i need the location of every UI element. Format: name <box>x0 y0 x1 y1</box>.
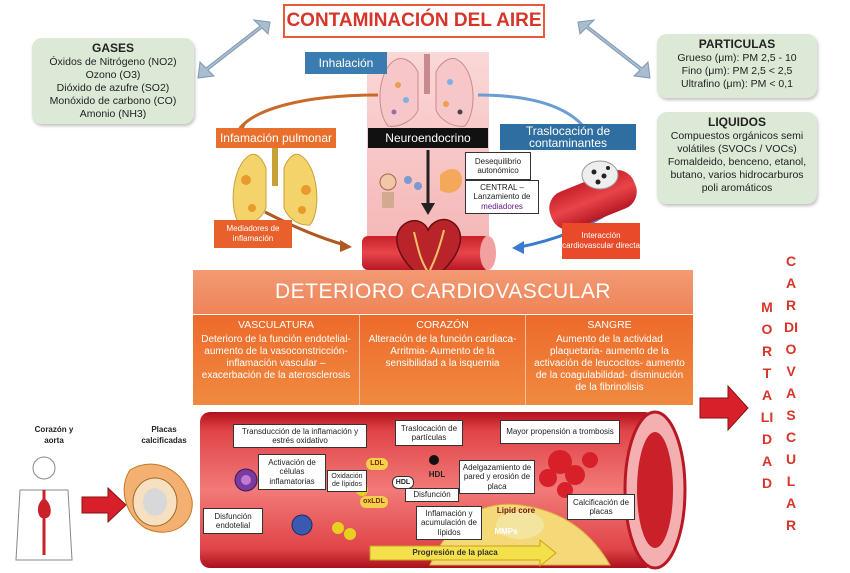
body-figure-icon <box>15 456 73 561</box>
double-arrow-left <box>197 19 271 79</box>
liquidos-box: LIQUIDOS Compuestos orgánicos semi volát… <box>657 112 817 204</box>
calcified-plaques-label: Placas calcificadas <box>141 425 187 445</box>
cardiovascular-vertical: CARDIOVASCULAR <box>783 250 799 536</box>
central-mediators-box: CENTRAL – Lanzamiento de mediadores <box>465 180 539 214</box>
arrow-to-inflammation <box>238 93 379 129</box>
gases-item: Dióxido de azufre (SO2) <box>56 82 170 94</box>
lungs-top-icon <box>379 54 474 127</box>
ldl-badge: LDL <box>366 458 388 470</box>
lipid-inflammation-box: Inflamación y acumulación de lípidos <box>416 506 482 540</box>
central-text: CENTRAL – Lanzamiento de <box>473 182 531 202</box>
corazon-text: Alteración de la función cardiaca- Arrit… <box>368 334 517 369</box>
lipid-core-label: Lipid core <box>496 506 536 515</box>
hdl-badge: HDL <box>392 476 414 489</box>
sangre-column: SANGRE Aumento de la actividad plaquetar… <box>526 315 693 405</box>
particulas-box: PARTICULAS Grueso (μm): PM 2,5 - 10 Fino… <box>657 34 817 98</box>
vasculatura-heading: VASCULATURA <box>237 319 315 331</box>
calcified-vessel-icon <box>123 463 193 533</box>
transduction-box: Transducción de la inflamación y estrés … <box>233 424 367 448</box>
cardiovascular-word: CARDIOVASCULAR <box>784 253 798 533</box>
gases-item: Óxidos de Nitrógeno (NO2) <box>49 56 177 68</box>
vasculatura-column: VASCULATURA Deterioro de la función endo… <box>193 315 360 405</box>
autonomic-imbalance-box: Desequilibrio autonómico <box>465 152 531 180</box>
translocation-label: Traslocación de contaminantes <box>500 124 636 150</box>
oxldl-badge: oxLDL <box>360 496 388 508</box>
thrombosis-box: Mayor propensión a trombosis <box>500 420 620 444</box>
cell-activation-box: Activación de células inflamatorias <box>258 454 326 490</box>
inflammation-mediators-label: Mediadores de inflamación <box>214 220 292 248</box>
corazon-heading: CORAZÓN <box>416 319 469 331</box>
particle-translocation-box: Traslocación de partículas <box>395 420 463 446</box>
gases-item: Ozono (O3) <box>85 69 141 81</box>
endothelial-dysfunction-box: Disfunción endotelial <box>203 508 263 534</box>
liquidos-item: Fomaldeido, benceno, etanol, butano, var… <box>667 156 807 194</box>
particulas-heading: PARTICULAS <box>698 37 776 51</box>
vasculatura-text: Deterioro de la función endotelial-aumen… <box>201 334 351 381</box>
neuro-figure-icon <box>379 168 462 208</box>
plaque-progression-label: Progresión de la placa <box>412 548 498 557</box>
wall-thinning-box: Adelgazamiento de pared y erosión de pla… <box>459 460 535 494</box>
arrow-to-translocation <box>477 93 587 129</box>
particulas-item: Fino (μm): PM 2,5 < 2,5 <box>681 65 793 77</box>
heart-icon <box>396 218 462 283</box>
deterioro-heading: DETERIORO CARDIOVASCULAR <box>193 270 693 314</box>
page-title: CONTAMINACIÓN DEL AIRE <box>283 4 545 38</box>
gases-box: GASES Óxidos de Nitrógeno (NO2) Ozono (O… <box>32 38 194 124</box>
particle-icon <box>429 455 439 465</box>
particulas-item: Grueso (μm): PM 2,5 - 10 <box>677 52 797 64</box>
hdl-label: HDL <box>428 470 446 479</box>
particulas-item: Ultrafino (μm): PM < 0,1 <box>681 78 793 90</box>
calcified-arrow <box>81 486 127 524</box>
gases-item: Amonio (NH3) <box>79 108 147 120</box>
sangre-heading: SANGRE <box>587 319 632 331</box>
liquidos-heading: LIQUIDOS <box>707 115 766 129</box>
calcification-box: Calcificación de placas <box>567 494 635 520</box>
mmps-label: MMPs <box>494 527 518 536</box>
mediators-highlight: mediadores <box>481 201 523 211</box>
inflamed-lungs-icon <box>232 148 318 226</box>
gases-item: Monóxido de carbono (CO) <box>49 95 177 107</box>
corazon-column: CORAZÓN Alteración de la función cardiac… <box>360 315 526 405</box>
neuroendocrine-label: Neuroendocrino <box>368 128 488 148</box>
lung-inflammation-label: Infamación pulmonar <box>216 128 336 148</box>
mortalidad-vertical: MORTALIDAD <box>759 296 775 494</box>
heart-aorta-label: Corazón y aorta <box>34 425 74 445</box>
translocation-vessel-icon <box>549 160 637 230</box>
gases-heading: GASES <box>91 41 134 55</box>
liquidos-item: Compuestos orgánicos semi volátiles (SVO… <box>670 130 804 155</box>
sangre-text: Aumento de la actividad plaquetaria- aum… <box>534 334 685 393</box>
macrophage-icon <box>291 514 313 536</box>
dysfunction-box: Disfunción <box>405 488 459 502</box>
mortality-arrow <box>699 384 749 432</box>
progress-arrow <box>369 538 557 568</box>
double-arrow-right <box>577 19 651 79</box>
arrow-mediators <box>264 210 346 247</box>
lipid-oxidation-box: Oxidación de lípidos <box>327 470 367 492</box>
inhalation-label: Inhalación <box>305 52 387 74</box>
direct-interaction-label: Interacción cardiovascular directa <box>562 223 640 259</box>
mortalidad-word: MORTALIDAD <box>760 299 774 491</box>
